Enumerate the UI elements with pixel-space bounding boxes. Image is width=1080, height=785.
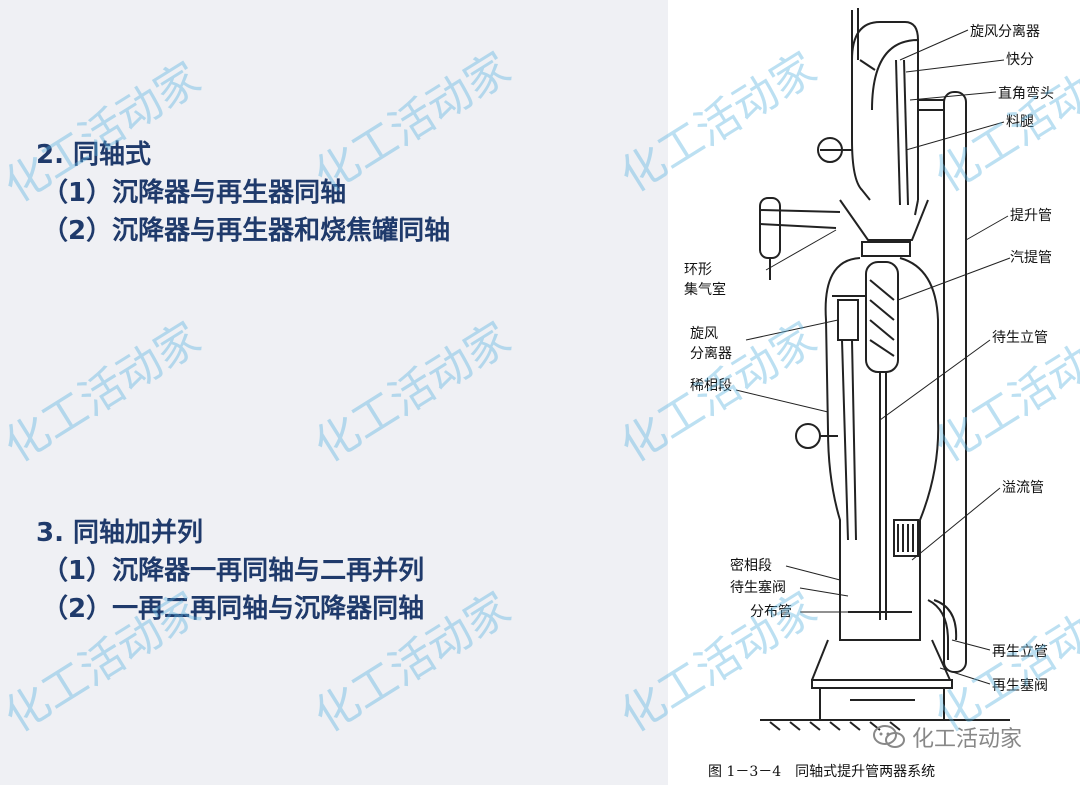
section-item: （2）沉降器与再生器和烧焦罐同轴 [42, 216, 451, 246]
section-heading: 3. 同轴加并列 [36, 518, 204, 548]
regen-standpipe [927, 599, 958, 660]
label-distributor: 分布管 [750, 604, 792, 620]
label-dense-phase: 密相段 [730, 557, 772, 574]
plenum-arm [759, 209, 841, 229]
label-cyclone-top: 旋风分离器 [970, 23, 1040, 40]
label-stripper: 汽提管 [1010, 250, 1052, 266]
label-regen-valve: 再生塞阀 [992, 677, 1048, 694]
brand-text: 化工活动家 [912, 727, 1023, 752]
section-coaxial-parallel: 3. 同轴加并列 （1）沉降器一再同轴与二再并列 （2）一再二再同轴与沉降器同轴 [36, 514, 424, 628]
diagram-panel [668, 0, 1080, 785]
label-dipleg: 料腿 [1006, 114, 1034, 130]
section-heading: 2. 同轴式 [36, 140, 152, 170]
regenerator-shell [824, 257, 940, 641]
label-elbow: 直角弯头 [998, 85, 1054, 102]
section-coaxial: 2. 同轴式 （1）沉降器与再生器同轴 （2）沉降器与再生器和烧焦罐同轴 [36, 136, 450, 250]
section-item: （1）沉降器与再生器同轴 [42, 178, 347, 208]
label-cyclone-low-1: 旋风 [690, 326, 718, 342]
label-spent-standpipe: 待生立管 [992, 330, 1048, 346]
section-item: （2）一再二再同轴与沉降器同轴 [42, 594, 425, 624]
label-plenum-2: 集气室 [684, 281, 726, 298]
label-plenum-1: 环形 [684, 262, 712, 278]
label-riser: 提升管 [1010, 208, 1052, 224]
label-cyclone-low-2: 分离器 [690, 345, 732, 362]
label-dilute-phase: 稀相段 [690, 378, 732, 394]
disengager-cone [839, 199, 929, 241]
disengager-shell [851, 60, 871, 201]
label-spent-valve: 待生塞阀 [730, 579, 786, 596]
diagram-caption: 图 1－3－4 同轴式提升管两器系统 [708, 764, 935, 780]
text-panel: 2. 同轴式 （1）沉降器与再生器同轴 （2）沉降器与再生器和烧焦罐同轴 3. … [0, 0, 668, 785]
label-overflow: 溢流管 [1002, 480, 1044, 496]
wechat-icon [873, 725, 905, 748]
label-regen-standpipe: 再生立管 [992, 644, 1048, 660]
cyclone-top-loop [851, 10, 919, 120]
section-item: （1）沉降器一再同轴与二再并列 [42, 556, 425, 586]
label-quick-separator: 快分 [1006, 52, 1034, 68]
riser-pipe [943, 91, 967, 673]
brand-badge: 化工活动家 [872, 720, 1022, 754]
